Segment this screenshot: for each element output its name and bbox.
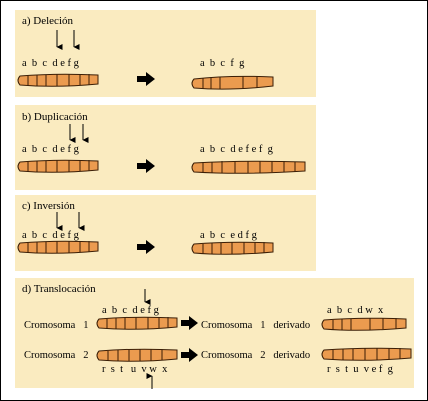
panel-inversion-bg [15, 195, 316, 271]
duplication-before-letters: a b c d e f g [22, 144, 80, 155]
chrom2-letters: r s t u v w x [102, 364, 168, 375]
chrom1-derived-chromosome [321, 317, 407, 331]
chrom2-derived-letters: r s t u v e f g [327, 364, 394, 375]
inversion-after-chromosome [191, 241, 274, 255]
deletion-before-chromosome [17, 73, 99, 87]
chrom2-chromosome [96, 348, 178, 362]
panel-translocation-bg [15, 278, 414, 388]
chrom2-result-arrow [181, 348, 198, 362]
duplication-after-letters: a b c d e f e f g [200, 144, 274, 155]
chrom1-letters: a b c d e f g [102, 305, 160, 316]
chrom1-derived-label: Cromosoma 1 derivado [201, 320, 310, 331]
chrom2-derived-chromosome [321, 347, 412, 361]
chrom1-derived-letters: a b c d w x [327, 305, 384, 316]
chrom1-chromosome [96, 316, 178, 330]
panel-duplication-title: b) Duplicación [22, 111, 88, 123]
inversion-result-arrow [137, 240, 155, 254]
panel-inversion: c) Inversión a b c d e f g a b c e d f g [15, 195, 316, 271]
inversion-after-letters: a b c e d f g [200, 230, 258, 241]
deletion-result-arrow [137, 72, 155, 86]
deletion-before-letters: a b c d e f g [22, 58, 80, 69]
deletion-after-letters: a b c f g [200, 58, 245, 69]
chrom1-result-arrow [181, 316, 198, 330]
panel-inversion-title: c) Inversión [22, 200, 75, 212]
panel-translocation: d) Translocación a b c d e f g Cromosoma… [15, 278, 414, 389]
duplication-after-chromosome [191, 160, 306, 174]
inversion-before-letters: a b c d e f g [22, 230, 80, 241]
panel-deletion: a) Deleción a b c d e f g a b c f g [15, 10, 316, 97]
duplication-before-chromosome [17, 159, 99, 173]
panel-duplication: b) Duplicación a b c d e f g a b c d e f… [15, 105, 316, 190]
panel-translocation-title: d) Translocación [22, 283, 96, 295]
chrom2-label: Cromosoma 2 [24, 350, 88, 361]
panel-deletion-title: a) Deleción [22, 15, 73, 27]
deletion-after-chromosome [191, 75, 274, 90]
chrom2-derived-label: Cromosoma 2 derivado [201, 350, 310, 361]
chrom1-label: Cromosoma 1 [24, 320, 88, 331]
inversion-before-chromosome [17, 240, 99, 254]
panel-duplication-bg [15, 105, 316, 190]
duplication-result-arrow [137, 159, 155, 173]
